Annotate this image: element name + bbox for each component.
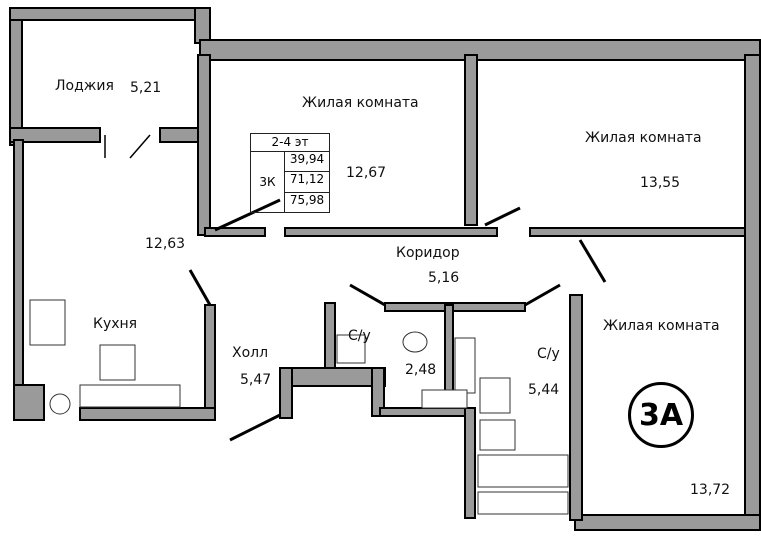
floors-cell: 2-4 эт [251,134,329,152]
room-area-bedroom-3: 13,72 [690,482,731,498]
room-area-bedroom-1: 12,67 [346,165,387,181]
room-area-corridor: 5,16 [428,270,460,286]
summary-table: 2-4 эт 3К 39,94 71,12 75,98 [250,133,330,213]
room-area-hall: 5,47 [240,372,272,388]
room-name-bedroom-1: Жилая комната [302,95,419,111]
total-with-loggia-cell: 75,98 [289,192,325,207]
room-name-kitchen: Кухня [93,316,138,332]
room-name-loggia: Лоджия [55,78,114,94]
room-name-wc-1: С/у [348,328,371,344]
room-name-bedroom-3: Жилая комната [603,318,720,334]
walls [9,7,761,531]
room-area-wc-1: 2,48 [405,362,437,378]
room-area-loggia: 5,21 [130,80,162,96]
room-name-bedroom-2: Жилая комната [585,130,702,146]
room-name-corridor: Коридор [396,245,460,261]
room-area-bathroom: 5,44 [528,382,560,398]
fixtures [29,299,569,515]
type-cell: 3К [251,152,285,212]
living-area-cell: 39,94 [285,152,329,173]
room-area-bedroom-2: 13,55 [640,175,681,191]
room-area-kitchen: 12,63 [145,236,186,252]
doors [104,134,607,442]
room-name-bathroom: С/у [537,346,560,362]
room-name-hall: Холл [232,345,269,361]
total-area-cell: 71,12 [285,172,329,193]
apartment-code-badge: 3A [628,382,694,448]
